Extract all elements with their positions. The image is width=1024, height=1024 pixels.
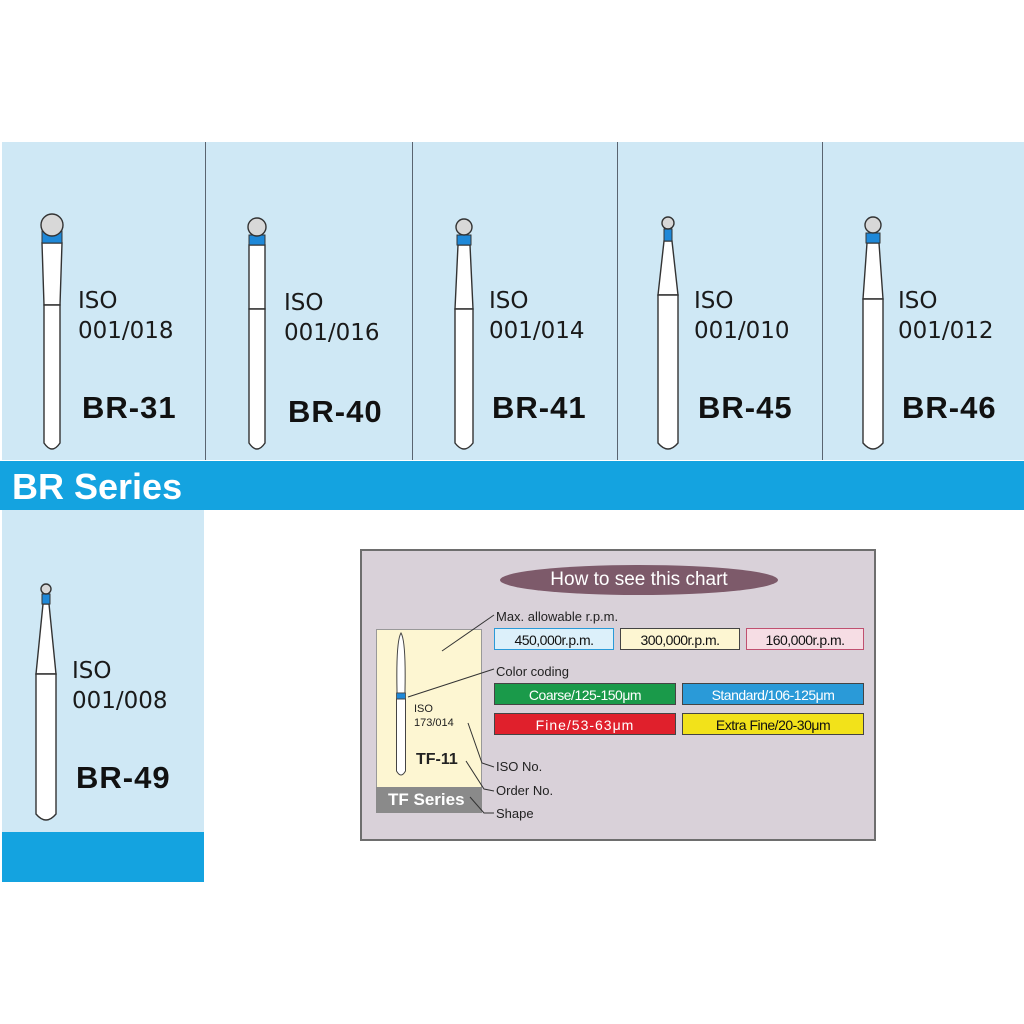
- round-bur-icon: [40, 213, 64, 450]
- rpm-label: Max. allowable r.p.m.: [496, 609, 619, 624]
- divider: [412, 142, 413, 460]
- sample-iso-number: 173/014: [414, 717, 454, 729]
- legend-title: How to see this chart: [500, 565, 778, 595]
- round-bur-icon: [454, 218, 474, 450]
- product-code: BR-41: [492, 390, 587, 425]
- iso-number: 001/018: [78, 318, 174, 344]
- iso-label: ISO: [284, 290, 324, 316]
- leader-lines: [407, 614, 495, 814]
- round-bur-icon: [862, 216, 884, 450]
- color-coding-label: Color coding: [496, 664, 569, 679]
- product-panel-br-31: [2, 142, 205, 460]
- iso-number: 001/010: [694, 318, 790, 344]
- grit-standard: Standard/106-125μm: [682, 683, 864, 705]
- sample-code: TF-11: [416, 751, 458, 768]
- sample-panel: [376, 629, 482, 813]
- product-code: BR-40: [288, 394, 383, 429]
- divider: [205, 142, 206, 460]
- iso-number: 001/014: [489, 318, 585, 344]
- product-code: BR-45: [698, 390, 793, 425]
- bottom-band: [2, 832, 204, 882]
- iso-label: ISO: [898, 288, 938, 314]
- product-code: BR-49: [76, 760, 171, 795]
- tapered-bur-icon: [396, 632, 406, 776]
- iso-label: ISO: [694, 288, 734, 314]
- iso-number: 001/016: [284, 320, 380, 346]
- sample-series: TF Series: [376, 787, 482, 813]
- divider: [822, 142, 823, 460]
- series-band: [0, 461, 1024, 510]
- product-panel-br-41: [413, 142, 617, 460]
- shape-label: Shape: [496, 806, 534, 821]
- grit-extra-fine: Extra Fine/20-30μm: [682, 713, 864, 735]
- product-code: BR-46: [902, 390, 997, 425]
- iso-number: 001/008: [72, 688, 168, 714]
- chart-legend: How to see this chart ISO 173/014 TF-11 …: [360, 549, 876, 841]
- sample-iso-label: ISO: [414, 703, 433, 715]
- product-code: BR-31: [82, 390, 177, 425]
- iso-no-label: ISO No.: [496, 759, 543, 774]
- iso-label: ISO: [72, 658, 112, 684]
- rpm-300000: 300,000r.p.m.: [620, 628, 740, 650]
- iso-number: 001/012: [898, 318, 994, 344]
- rpm-450000: 450,000r.p.m.: [494, 628, 614, 650]
- order-no-label: Order No.: [496, 783, 554, 798]
- rpm-160000: 160,000r.p.m.: [746, 628, 864, 650]
- iso-label: ISO: [489, 288, 529, 314]
- product-panel-br-45: [618, 142, 822, 460]
- round-bur-icon: [657, 216, 679, 450]
- round-bur-icon: [35, 583, 57, 821]
- divider: [617, 142, 618, 460]
- product-panel-br-40: [206, 142, 412, 460]
- series-title: BR Series: [12, 466, 183, 507]
- round-bur-icon: [247, 217, 267, 450]
- grit-fine: Fine/53-63μm: [494, 713, 676, 735]
- iso-label: ISO: [78, 288, 118, 314]
- grit-coarse: Coarse/125-150μm: [494, 683, 676, 705]
- product-panel-br-46: [823, 142, 1024, 460]
